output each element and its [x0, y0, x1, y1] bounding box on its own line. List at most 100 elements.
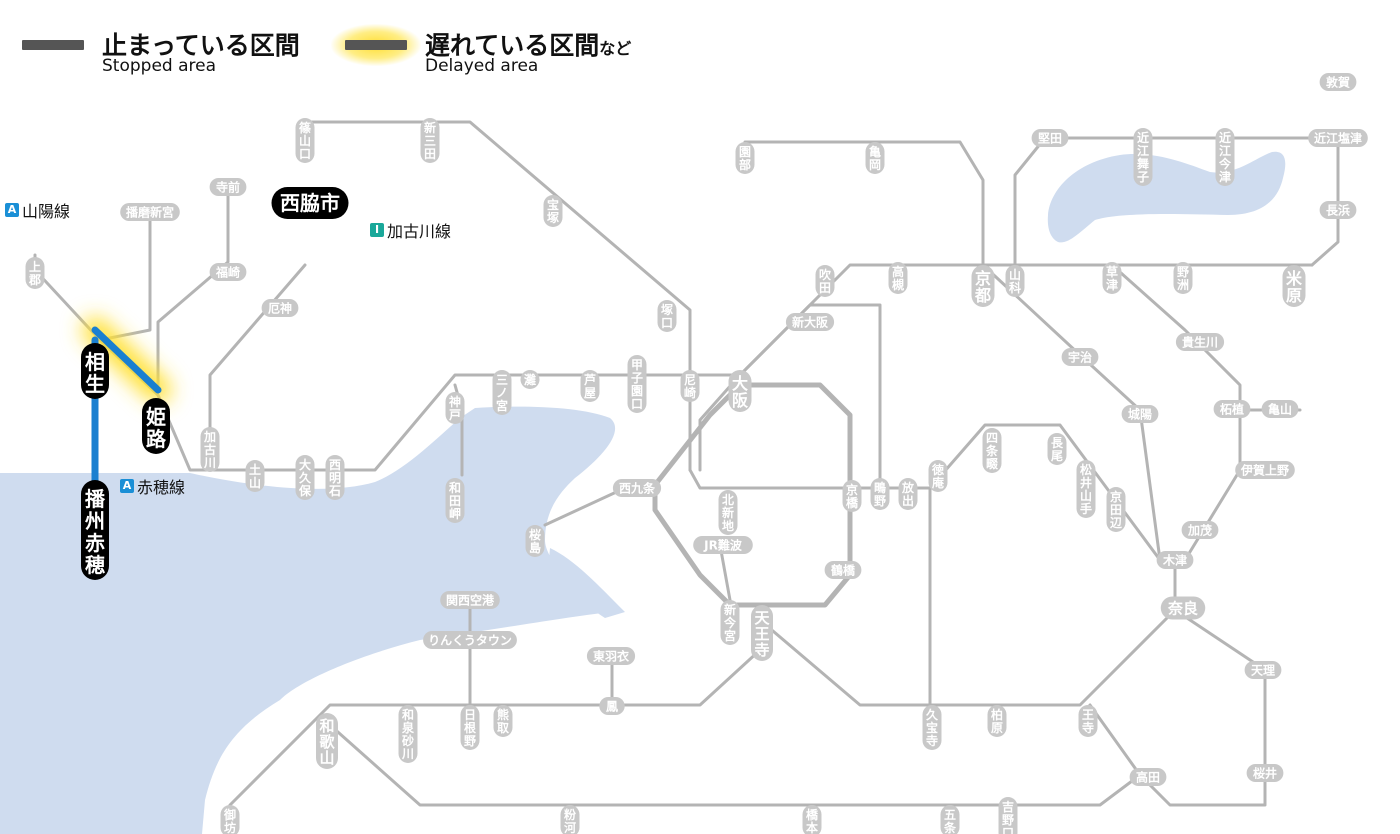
station-83[interactable]: 吉野口: [998, 797, 1018, 834]
station-0[interactable]: 篠山口: [295, 118, 315, 163]
station-45[interactable]: 亀山: [1261, 400, 1299, 418]
station-67[interactable]: 徳庵: [928, 460, 948, 492]
station-11[interactable]: 京都: [971, 265, 995, 307]
station-9[interactable]: 近江塩津: [1308, 129, 1368, 147]
station-12[interactable]: 山科: [1005, 265, 1025, 297]
station-35[interactable]: 姫路: [142, 398, 170, 454]
station-23[interactable]: 芦屋: [580, 370, 600, 402]
station-64[interactable]: 天王寺: [751, 605, 773, 661]
station-16[interactable]: 高槻: [888, 262, 908, 294]
station-6[interactable]: 堅田: [1031, 129, 1069, 147]
station-61[interactable]: 桜島: [525, 525, 545, 557]
station-char: 原: [991, 721, 1003, 735]
station-63[interactable]: 新今宮: [720, 600, 740, 645]
line-tag-sanyo[interactable]: A 山陽線: [5, 198, 70, 222]
station-30[interactable]: 西脇市: [271, 187, 349, 219]
water-osaka-port: [548, 548, 625, 618]
station-14[interactable]: 野洲: [1173, 262, 1193, 294]
station-78[interactable]: 和歌山: [316, 713, 338, 769]
station-70[interactable]: 京田辺: [1106, 487, 1126, 532]
station-10[interactable]: 長浜: [1319, 201, 1357, 219]
station-13[interactable]: 草津: [1102, 262, 1122, 294]
station-39[interactable]: 西明石: [325, 455, 345, 500]
station-33[interactable]: 厄神: [261, 299, 299, 317]
status-line-sanyo[interactable]: [91, 326, 162, 394]
station-50[interactable]: 天理: [1244, 661, 1282, 679]
station-15[interactable]: 米原: [1282, 265, 1306, 307]
station-36[interactable]: 加古川: [200, 427, 220, 472]
station-char: 土: [249, 462, 261, 477]
station-41[interactable]: 宇治: [1061, 348, 1099, 366]
station-29[interactable]: 播磨新宮: [120, 203, 180, 221]
station-5[interactable]: 敦賀: [1319, 73, 1357, 91]
station-81[interactable]: 橋本: [802, 805, 822, 834]
station-name: 福崎: [215, 264, 240, 279]
station-38[interactable]: 大久保: [295, 455, 315, 500]
station-34[interactable]: 相生: [81, 343, 109, 399]
station-62[interactable]: JR難波: [693, 536, 753, 554]
station-25[interactable]: 三ノ宮: [492, 370, 512, 415]
station-2[interactable]: 宝塚: [543, 195, 563, 227]
station-54[interactable]: 柏原: [987, 705, 1007, 737]
station-52[interactable]: 高田: [1129, 768, 1167, 786]
station-26[interactable]: 神戸: [445, 392, 465, 424]
station-21[interactable]: 尼崎: [680, 370, 700, 402]
station-51[interactable]: 桜井: [1246, 764, 1284, 782]
station-76[interactable]: 東羽衣: [586, 647, 636, 665]
line-tag-ako[interactable]: A 赤穂線: [120, 474, 185, 498]
station-22[interactable]: 大阪: [728, 370, 752, 412]
line-tag-kakogawa[interactable]: I 加古川線: [370, 218, 451, 242]
station-1[interactable]: 新三田: [420, 118, 440, 163]
station-58[interactable]: 京橋: [842, 480, 862, 512]
station-68[interactable]: 長尾: [1047, 433, 1067, 465]
station-char: 歌: [319, 733, 335, 751]
station-79[interactable]: 御坊: [220, 805, 240, 834]
station-31[interactable]: 上郡: [25, 257, 45, 289]
station-60[interactable]: 西九条: [612, 479, 662, 497]
station-18[interactable]: 新大阪: [785, 313, 835, 331]
station-24[interactable]: 灘: [520, 370, 540, 389]
station-43[interactable]: 貴生川: [1175, 333, 1225, 351]
station-53[interactable]: 王寺: [1078, 705, 1098, 737]
station-47[interactable]: 加茂: [1181, 521, 1219, 539]
station-char: 新: [424, 120, 436, 135]
station-char: 寺: [1082, 720, 1094, 735]
station-59[interactable]: 北新地: [718, 490, 738, 535]
station-73[interactable]: 日根野: [460, 705, 480, 750]
station-3[interactable]: 園部: [735, 142, 755, 174]
station-55[interactable]: 久宝寺: [922, 705, 942, 750]
station-74[interactable]: 熊取: [493, 705, 513, 737]
station-66[interactable]: 四条畷: [982, 428, 1002, 473]
station-72[interactable]: りんくうタウン: [423, 631, 517, 649]
station-4[interactable]: 亀岡: [865, 142, 885, 174]
station-label-bg: [586, 647, 636, 665]
station-name: 桜井: [1253, 765, 1277, 780]
station-46[interactable]: 伊賀上野: [1235, 461, 1295, 479]
station-label-bg: [1175, 333, 1225, 351]
station-44[interactable]: 柘植: [1213, 400, 1251, 418]
station-char: 岬: [449, 507, 461, 521]
station-71[interactable]: 関西空港: [440, 591, 500, 609]
station-char: 篠: [299, 120, 312, 135]
station-42[interactable]: 城陽: [1121, 405, 1159, 423]
station-49[interactable]: 奈良: [1160, 596, 1206, 620]
station-17[interactable]: 吹田: [815, 265, 835, 297]
station-56[interactable]: 放出: [898, 478, 918, 510]
station-65[interactable]: 鶴橋: [824, 561, 862, 579]
station-37[interactable]: 土山: [245, 460, 265, 492]
station-57[interactable]: 鴫野: [870, 478, 890, 510]
station-28[interactable]: 寺前: [209, 178, 247, 196]
station-48[interactable]: 木津: [1156, 551, 1194, 569]
station-77[interactable]: 鳳: [599, 697, 625, 715]
station-80[interactable]: 粉河: [560, 805, 580, 834]
station-82[interactable]: 五条: [940, 805, 960, 834]
station-32[interactable]: 福崎: [209, 263, 247, 281]
station-19[interactable]: 塚口: [657, 300, 677, 332]
station-27[interactable]: 和田岬: [445, 478, 465, 523]
